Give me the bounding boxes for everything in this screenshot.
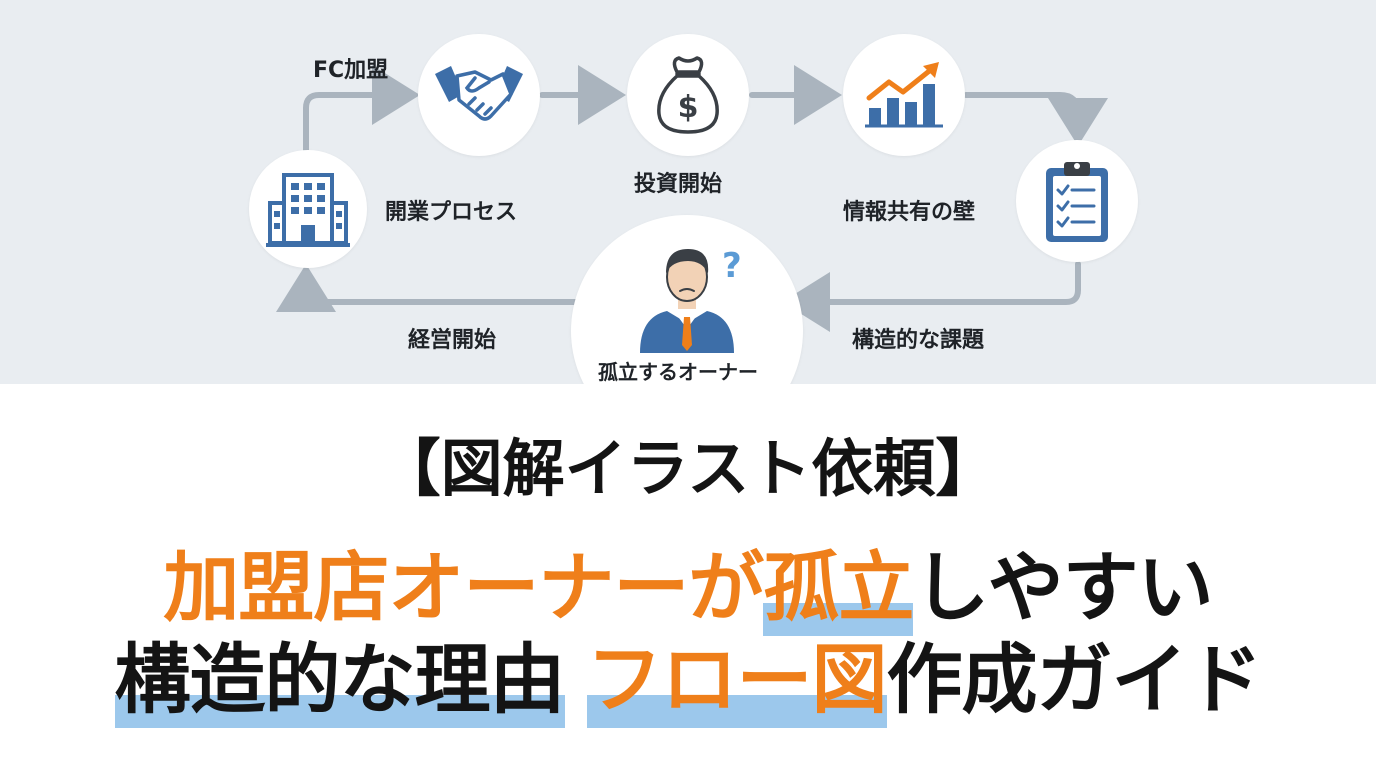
arrow-owner-to-building	[276, 264, 583, 312]
flow-diagram-panel: FC加盟 $ 投資開始	[0, 0, 1376, 384]
headline-block: 【図解イラスト依頼】 加盟店オーナーが孤立しやすい 構造的な理由 フロー図作成ガ…	[0, 400, 1376, 768]
clipboard-checklist-icon	[1046, 162, 1108, 242]
headline-segment: 作成ガイド	[886, 635, 1263, 724]
headline-line-2: 加盟店オーナーが孤立しやすい	[0, 526, 1376, 636]
headline-segment: 構造的な理由	[114, 618, 566, 728]
step-label-fc-join: FC加盟	[313, 58, 389, 83]
step-label-info-wall: 情報共有の壁	[843, 200, 976, 225]
step-label-investment: 投資開始	[634, 172, 723, 197]
growth-chart-icon	[865, 62, 943, 128]
svg-text:$: $	[678, 90, 699, 125]
arrow-opening-to-fc	[303, 65, 420, 153]
step-label-opening-process: 開業プロセス	[385, 200, 518, 225]
office-building-icon	[266, 173, 350, 247]
headline-segment: 孤立	[763, 526, 914, 636]
svg-text:?: ?	[722, 246, 742, 286]
flow-arrows	[276, 65, 1108, 332]
step-label-structural-issue: 構造的な課題	[852, 328, 985, 353]
step-label-isolated-owner: 孤立するオーナー	[598, 360, 758, 384]
arrow-clipboard-to-owner	[782, 261, 1081, 332]
money-bag-icon: $	[657, 56, 719, 134]
node-info-wall	[1016, 140, 1138, 262]
node-growth	[843, 34, 965, 156]
headline-segment: フロー図	[586, 618, 888, 728]
handshake-icon	[435, 66, 523, 121]
headline-segment: しやすい	[913, 543, 1213, 632]
headline-line-3: 構造的な理由 フロー図作成ガイド	[0, 618, 1376, 728]
confused-businessman-icon: ?	[640, 246, 742, 353]
step-label-start-business: 経営開始	[408, 328, 497, 353]
arrow-chart-to-clipboard	[963, 92, 1108, 146]
node-investment: $	[627, 34, 749, 156]
headline-segment: 加盟店オーナーが	[163, 543, 764, 632]
headline-title: 【図解イラスト依頼】	[378, 432, 998, 505]
node-fc-join	[418, 34, 540, 156]
node-opening-process	[249, 150, 367, 268]
